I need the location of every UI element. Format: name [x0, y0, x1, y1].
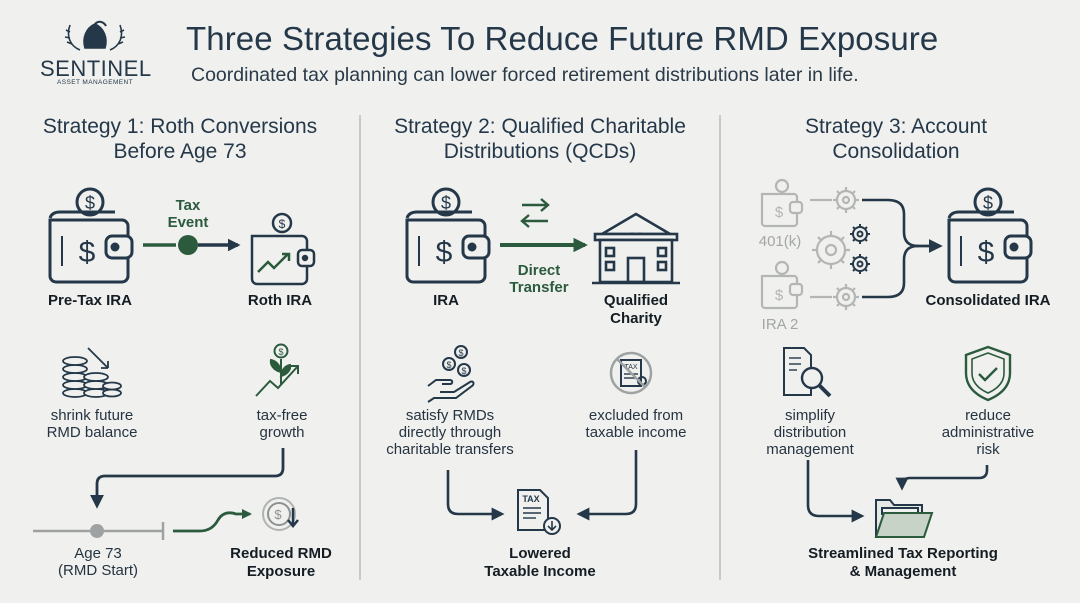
svg-text:TAX: TAX: [624, 364, 637, 371]
connector-arrow: [895, 465, 989, 491]
connector-arrow: [90, 448, 285, 509]
streamlined-reporting-label: Streamlined Tax Reporting& Management: [808, 545, 998, 580]
wallet-ira2-icon: $: [760, 260, 804, 310]
shield-check-icon: [964, 345, 1012, 402]
svg-text:$: $: [279, 217, 286, 231]
no-tax-icon: TAX: [609, 351, 653, 395]
tax-document-icon: TAX: [517, 489, 561, 535]
connector-arrow: [173, 508, 253, 533]
charity-building-icon: [592, 212, 680, 285]
brand-name: SENTINEL: [40, 56, 152, 81]
svg-text:$: $: [978, 236, 995, 269]
svg-text:$: $: [278, 347, 283, 357]
wallet-icon: $ $: [947, 187, 1033, 284]
connector-arrow: [446, 470, 505, 521]
roth-ira-label: Roth IRA: [247, 292, 313, 309]
svg-text:$: $: [983, 193, 993, 213]
coin-stack-icon: [62, 347, 122, 398]
svg-text:$: $: [458, 348, 463, 358]
gear-icon: [810, 187, 859, 310]
brand-tagline: ASSET MANAGEMENT: [57, 79, 133, 86]
connector-line: [862, 244, 919, 299]
consolidated-ira-label: Consolidated IRA: [925, 292, 1051, 309]
svg-text:$: $: [85, 193, 95, 213]
swap-arrows-icon: [520, 198, 550, 228]
connector-arrow: [806, 460, 865, 523]
account-ira2-label: IRA 2: [761, 316, 799, 333]
sentinel-logo-icon: [64, 20, 126, 51]
growth-wallet-icon: $: [250, 212, 316, 286]
pre-tax-ira-label: Pre-Tax IRA: [48, 292, 132, 309]
svg-text:TAX: TAX: [522, 494, 539, 504]
document-search-icon: [783, 347, 832, 398]
svg-text:$: $: [446, 360, 451, 370]
svg-text:$: $: [441, 193, 451, 213]
account-401k-label: 401(k): [758, 233, 802, 250]
connector-arrow: [576, 450, 638, 521]
gear-icon: [850, 224, 870, 274]
svg-text:$: $: [775, 287, 784, 304]
wallet-icon: $ $: [48, 187, 134, 284]
wallet-401k-icon: $: [760, 178, 804, 228]
reduced-coin-icon: $: [262, 497, 299, 531]
svg-text:$: $: [775, 204, 784, 221]
ira-label: IRA: [433, 292, 459, 309]
wallet-icon: $ $: [405, 187, 491, 284]
page-title: Three Strategies To Reduce Future RMD Ex…: [186, 20, 939, 57]
hand-coins-icon: $ $ $: [427, 345, 475, 403]
svg-text:$: $: [79, 236, 96, 269]
page-subtitle: Coordinated tax planning can lower force…: [191, 64, 859, 86]
growth-plant-icon: $: [255, 343, 299, 397]
svg-text:$: $: [436, 236, 453, 269]
folder-icon: [874, 499, 934, 538]
svg-text:$: $: [274, 507, 282, 522]
connector-line: [862, 198, 919, 248]
tax-event-dot-icon: [178, 235, 198, 255]
svg-text:$: $: [461, 366, 466, 376]
timeline-dot: [90, 524, 104, 538]
age-73-label: Age 73(RMD Start): [58, 545, 138, 579]
